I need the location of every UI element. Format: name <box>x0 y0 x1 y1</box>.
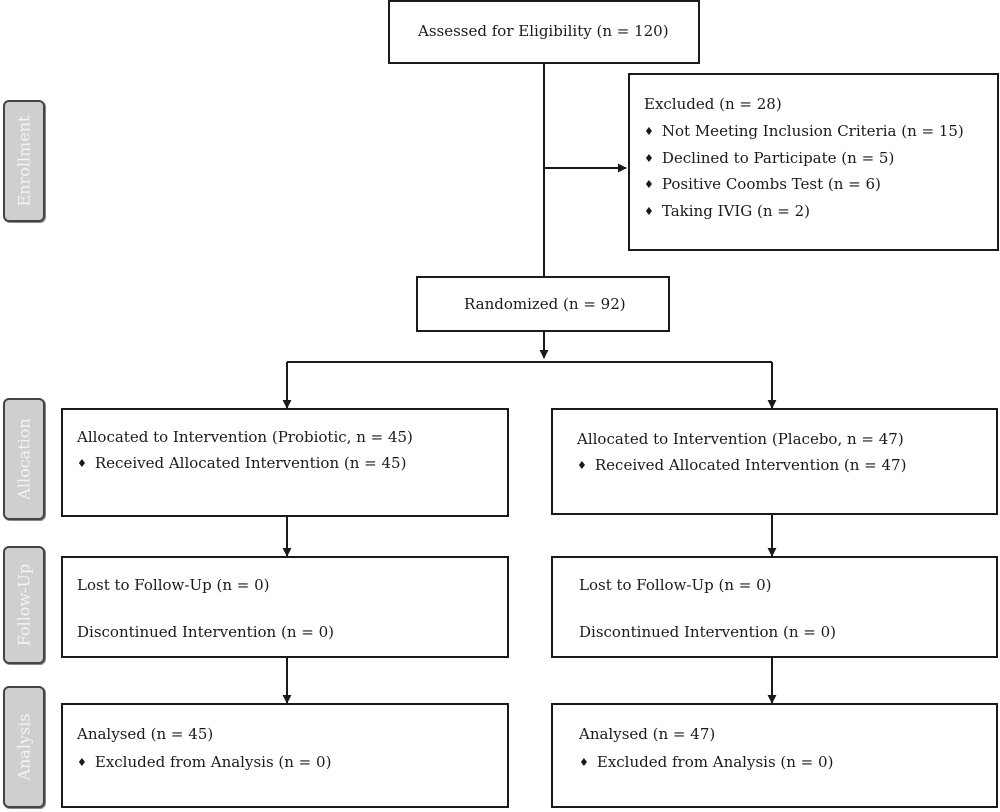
lost-to-followup: Lost to Follow-Up (n = 0) <box>77 576 270 594</box>
allocation-box-placebo: Allocated to Intervention (Placebo, n = … <box>551 408 998 515</box>
analysed-count: Analysed (n = 45) <box>77 725 214 743</box>
analysis-box-probiotic: Analysed (n = 45) Excluded from Analysis… <box>61 703 509 808</box>
analysed-count: Analysed (n = 47) <box>579 725 716 743</box>
stage-follow-up-label: Follow-Up <box>14 563 34 647</box>
allocation-title: Allocated to Intervention (Placebo, n = … <box>577 430 904 448</box>
stage-enrollment-label: Enrollment <box>14 115 34 207</box>
stage-allocation: Allocation <box>3 398 45 520</box>
followup-box-probiotic: Lost to Follow-Up (n = 0) Discontinued I… <box>61 556 509 658</box>
discontinued-intervention: Discontinued Intervention (n = 0) <box>77 623 334 641</box>
allocation-item: Received Allocated Intervention (n = 47) <box>577 456 907 474</box>
excluded-item: Not Meeting Inclusion Criteria (n = 15) <box>644 122 964 140</box>
excluded-item: Taking IVIG (n = 2) <box>644 202 810 220</box>
stage-analysis-label: Analysis <box>14 713 34 781</box>
stage-allocation-label: Allocation <box>14 418 34 500</box>
randomized-text: Randomized (n = 92) <box>464 295 626 313</box>
excluded-box: Excluded (n = 28) Not Meeting Inclusion … <box>628 73 999 251</box>
lost-to-followup: Lost to Follow-Up (n = 0) <box>579 576 772 594</box>
excluded-from-analysis: Excluded from Analysis (n = 0) <box>579 753 834 771</box>
allocation-item: Received Allocated Intervention (n = 45) <box>77 454 407 472</box>
assessed-box: Assessed for Eligibility (n = 120) <box>388 0 700 64</box>
excluded-item: Declined to Participate (n = 5) <box>644 149 894 167</box>
stage-enrollment: Enrollment <box>3 100 45 222</box>
assessed-text: Assessed for Eligibility (n = 120) <box>418 22 669 40</box>
allocation-title: Allocated to Intervention (Probiotic, n … <box>77 428 413 446</box>
stage-analysis: Analysis <box>3 686 45 808</box>
excluded-title: Excluded (n = 28) <box>644 95 782 113</box>
followup-box-placebo: Lost to Follow-Up (n = 0) Discontinued I… <box>551 556 998 658</box>
discontinued-intervention: Discontinued Intervention (n = 0) <box>579 623 836 641</box>
excluded-item: Positive Coombs Test (n = 6) <box>644 175 881 193</box>
excluded-from-analysis: Excluded from Analysis (n = 0) <box>77 753 332 771</box>
randomized-box: Randomized (n = 92) <box>416 276 670 332</box>
analysis-box-placebo: Analysed (n = 47) Excluded from Analysis… <box>551 703 998 808</box>
allocation-box-probiotic: Allocated to Intervention (Probiotic, n … <box>61 408 509 517</box>
stage-follow-up: Follow-Up <box>3 546 45 664</box>
